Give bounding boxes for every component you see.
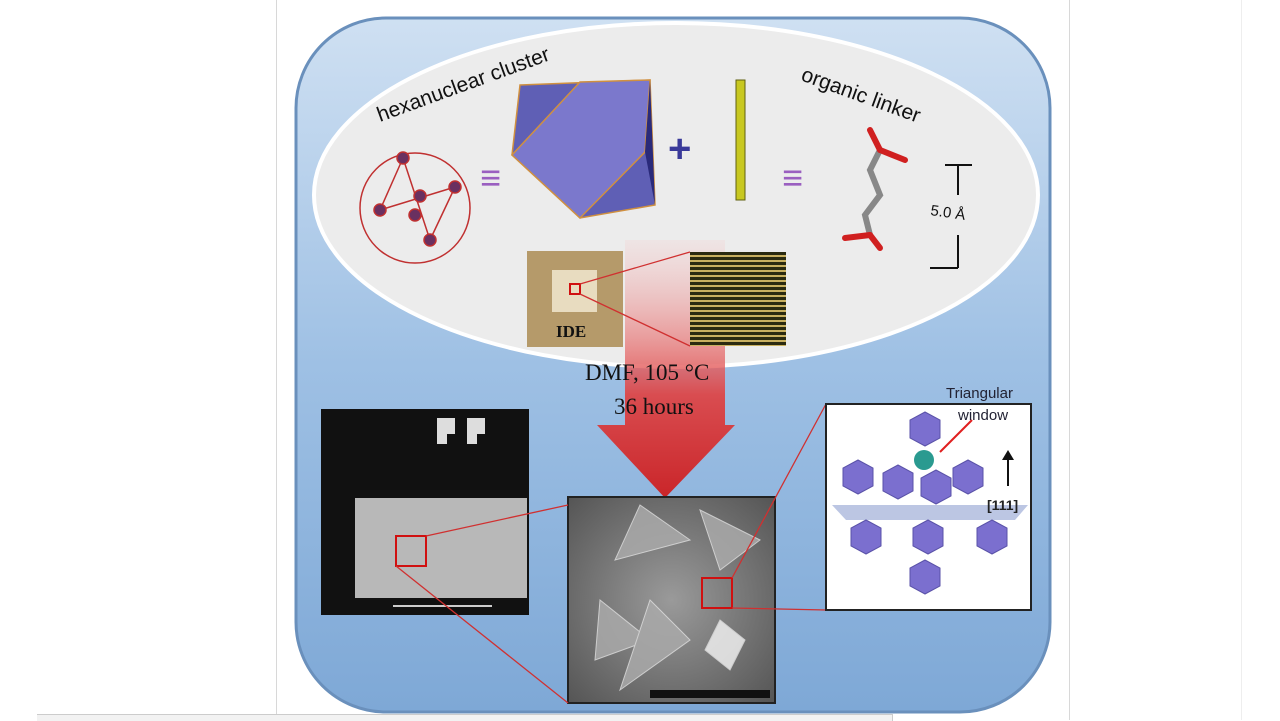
ide-electrode-micrograph xyxy=(690,252,786,346)
polyhedra-packing xyxy=(842,411,1008,595)
equivalence-symbol-2: ≡ xyxy=(782,157,803,198)
condition-time: 36 hours xyxy=(614,394,694,419)
linker-length-label: 5.0 Å xyxy=(929,202,966,224)
horizontal-scrollbar[interactable] xyxy=(37,714,893,721)
viewer-right-border xyxy=(1069,0,1070,720)
equivalence-symbol-1: ≡ xyxy=(480,157,501,198)
condition-solvent-temp: DMF, 105 °C xyxy=(585,360,709,385)
viewer-left-border xyxy=(276,0,277,720)
zoom-box-high xyxy=(701,577,733,609)
scale-bar-high xyxy=(650,690,770,698)
ide-chip xyxy=(552,270,597,312)
sem-film-region xyxy=(355,498,527,598)
plus-symbol: + xyxy=(668,127,691,171)
polyhedron-cluster-icon xyxy=(510,79,656,220)
direction-label: [111] xyxy=(987,497,1018,513)
ide-label: IDE xyxy=(556,322,586,341)
window-label-line1: Triangular xyxy=(946,385,1013,402)
window-pointer-arrow xyxy=(939,419,973,453)
window-sphere xyxy=(914,450,934,470)
sem-electrode-pads xyxy=(437,418,485,444)
zoom-box-low xyxy=(395,535,427,567)
window-label-line2: window xyxy=(957,407,1008,424)
linker-molecule-structure xyxy=(842,127,908,251)
111-plane xyxy=(832,505,1028,520)
hexanuclear-cluster-structure xyxy=(359,151,471,264)
linker-rod-icon xyxy=(735,79,746,201)
sidebar-border xyxy=(1241,0,1242,720)
length-bar xyxy=(930,164,972,269)
crystal-facets xyxy=(594,504,761,692)
ide-zoom-box xyxy=(569,283,581,295)
